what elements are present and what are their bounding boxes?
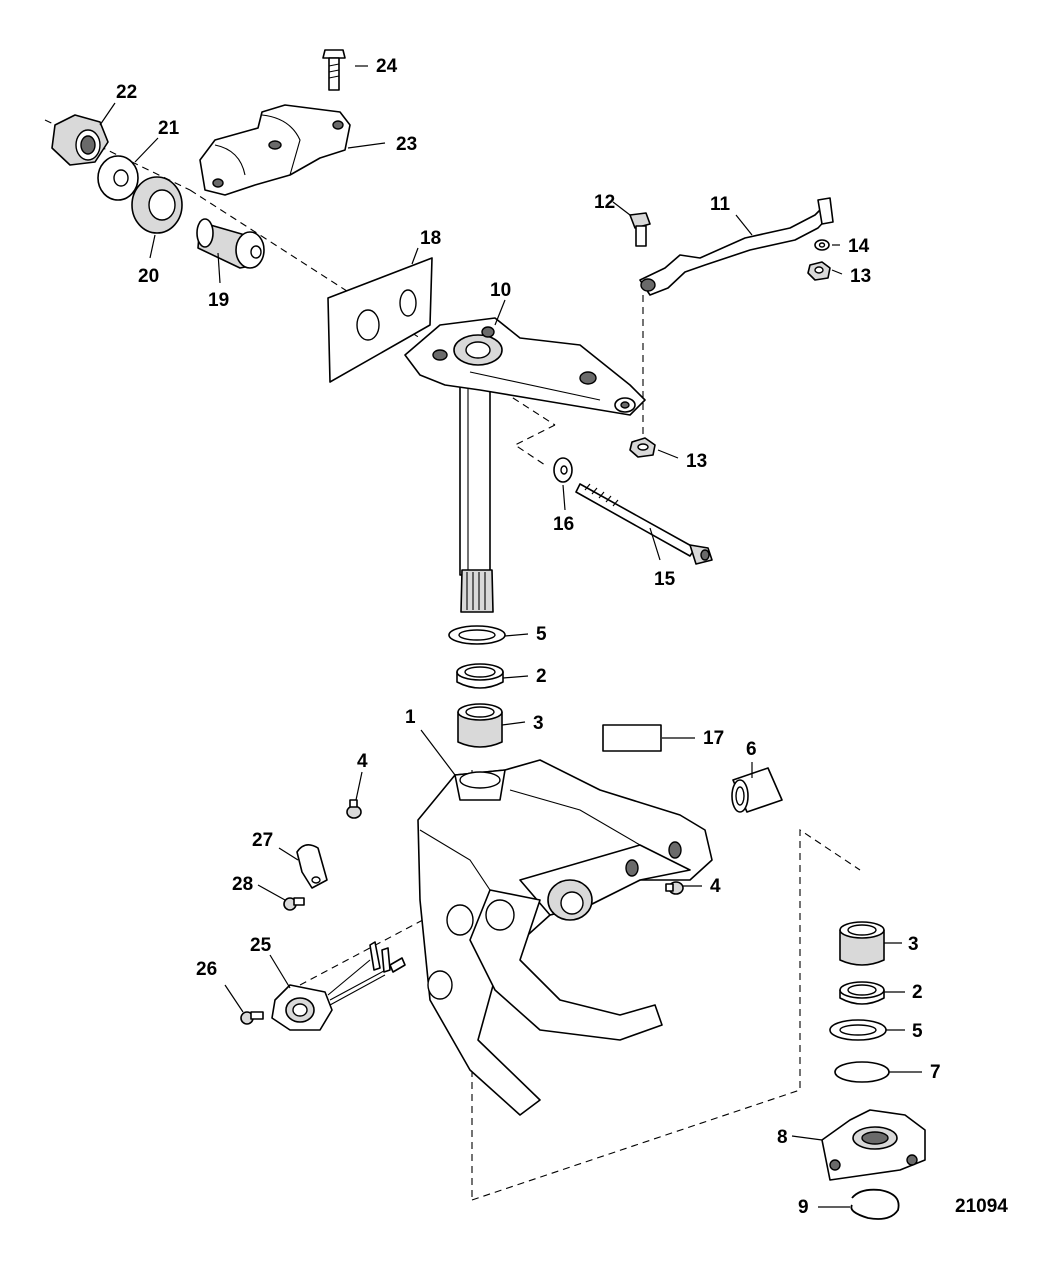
callout-17: 17 [703,728,724,749]
part-27-clip [296,844,328,889]
callout-16: 16 [553,514,574,535]
part-9-retaining-ring [850,1188,900,1220]
callout-23: 23 [396,134,417,155]
part-3-bearing-upper [457,703,503,748]
callout-7: 7 [930,1062,941,1083]
part-5-washer-lower [829,1019,887,1041]
part-17-decal [602,724,662,752]
part-21-washer [97,155,139,201]
part-24-bolt [322,49,346,91]
callout-2-lower: 2 [912,982,923,1003]
callout-10: 10 [490,280,511,301]
callout-13-lower: 13 [686,451,707,472]
part-8-yoke [821,1109,926,1181]
callout-6: 6 [746,739,757,760]
callout-14: 14 [848,236,870,257]
part-23-clamp [199,104,351,196]
part-6-sleeve [731,767,783,813]
callout-labels: 24 22 21 23 20 19 18 10 12 11 14 13 13 1… [116,56,1008,1218]
part-26-screw [240,1011,264,1025]
callout-4-right: 4 [710,876,721,897]
callout-27: 27 [252,830,273,851]
part-15-long-bolt [575,483,713,565]
part-3-bearing-lower [839,921,885,966]
part-5-washer-upper [448,625,506,645]
part-16-washer [553,457,573,483]
callout-3-lower: 3 [908,934,919,955]
callout-5-upper: 5 [536,624,547,645]
callout-24: 24 [376,56,398,77]
part-12-bolt [629,212,651,247]
callout-9: 9 [798,1197,809,1218]
callout-25: 25 [250,935,272,956]
callout-12: 12 [594,192,615,213]
callout-22: 22 [116,82,137,103]
callout-11: 11 [710,194,731,215]
callout-19: 19 [208,290,229,311]
part-10-steering-arm [404,317,646,613]
figure-number: 21094 [955,1196,1008,1217]
part-13-nut-upper [807,261,831,281]
callout-5-lower: 5 [912,1021,923,1042]
callout-18: 18 [420,228,441,249]
callout-4-upper: 4 [357,751,368,772]
part-22-nut [51,114,109,166]
callout-15: 15 [654,569,676,590]
part-2-seal-upper [456,663,504,689]
part-7-wave-washer [834,1061,890,1083]
callout-1: 1 [405,707,416,728]
part-20-bushing [131,176,183,234]
callout-3-upper: 3 [533,713,544,734]
part-2-seal-lower [839,981,885,1005]
part-14-washer [814,239,830,251]
part-19-trunnion [196,218,265,269]
part-18-plate [327,257,433,383]
callout-2-upper: 2 [536,666,547,687]
part-13-nut-lower [629,437,656,458]
leader-lines [99,65,922,1208]
callout-8: 8 [777,1127,788,1148]
part-11-tie-bar [639,197,834,296]
part-4-grease-fitting-upper [346,799,362,819]
callout-21: 21 [158,118,180,139]
callout-20: 20 [138,266,159,287]
part-1-swivel-bracket [417,759,713,1116]
callout-26: 26 [196,959,217,980]
part-25-trim-sender [271,941,406,1031]
callout-28: 28 [232,874,253,895]
callout-13-upper: 13 [850,266,871,287]
part-28-screw [283,897,305,911]
part-4-grease-fitting-right [665,881,684,895]
